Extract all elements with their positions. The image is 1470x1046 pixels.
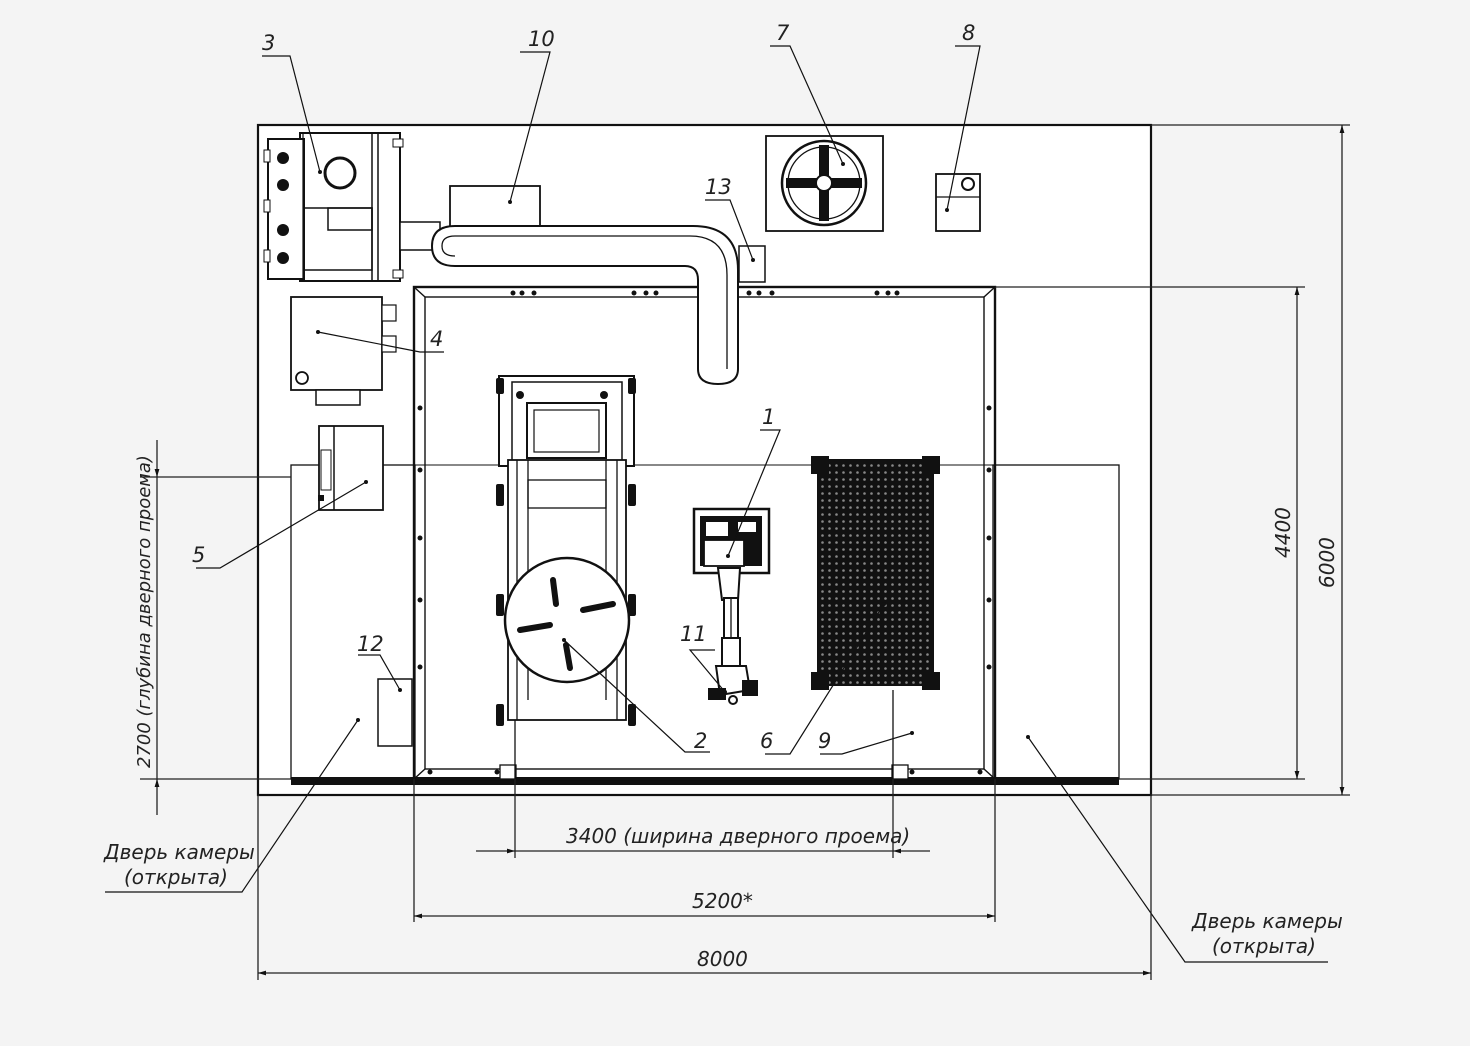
dim-inner-depth: 4400 [1271, 507, 1295, 558]
label-10: 10 [528, 27, 555, 51]
label-9: 9 [818, 729, 831, 753]
item-13-box [738, 245, 766, 283]
dim-inner-width: 5200* [692, 889, 753, 913]
label-1: 1 [762, 405, 775, 429]
item-8-box [935, 173, 981, 232]
label-3: 3 [262, 31, 275, 55]
item-numbers: 3 10 7 8 13 4 1 5 11 12 2 6 9 [192, 21, 975, 753]
left-door-caption-1: Дверь камеры [103, 840, 255, 864]
air-duct [399, 221, 739, 386]
exhaust-fan [765, 135, 884, 232]
label-7: 7 [776, 21, 790, 45]
dim-total-depth: 6000 [1315, 537, 1339, 588]
dim-door-depth: 2700 (глубина дверного проема) [134, 455, 155, 768]
dimension-texts: 3400 (ширина дверного проема) 5200* 8000… [134, 455, 1339, 971]
label-6: 6 [760, 729, 773, 753]
label-2: 2 [694, 729, 707, 753]
label-11: 11 [680, 622, 707, 646]
item-5-unit [318, 425, 384, 511]
welding-robot [692, 507, 771, 705]
label-4: 4 [430, 327, 443, 351]
left-door-caption-2: (открыта) [124, 865, 228, 889]
turntable-positioner [496, 375, 636, 726]
ventilation-unit [263, 132, 404, 282]
dim-total-width: 8000 [697, 947, 748, 971]
floor-rail [291, 777, 1119, 785]
dimension-lines [140, 124, 1350, 980]
label-12: 12 [357, 632, 384, 656]
right-door-caption-1: Дверь камеры [1191, 909, 1343, 933]
control-cabinet [290, 296, 397, 406]
door-captions: Дверь камеры (открыта) Дверь камеры (отк… [103, 840, 1343, 958]
leader-lines [105, 45, 1328, 963]
label-5: 5 [192, 543, 205, 567]
grid-table [811, 456, 940, 690]
dim-door-width: 3400 (ширина дверного проема) [566, 824, 910, 848]
label-13: 13 [705, 175, 732, 199]
right-door-caption-2: (открыта) [1212, 934, 1316, 958]
item-10-box [449, 185, 541, 231]
label-8: 8 [962, 21, 975, 45]
item-12-box [377, 678, 413, 747]
